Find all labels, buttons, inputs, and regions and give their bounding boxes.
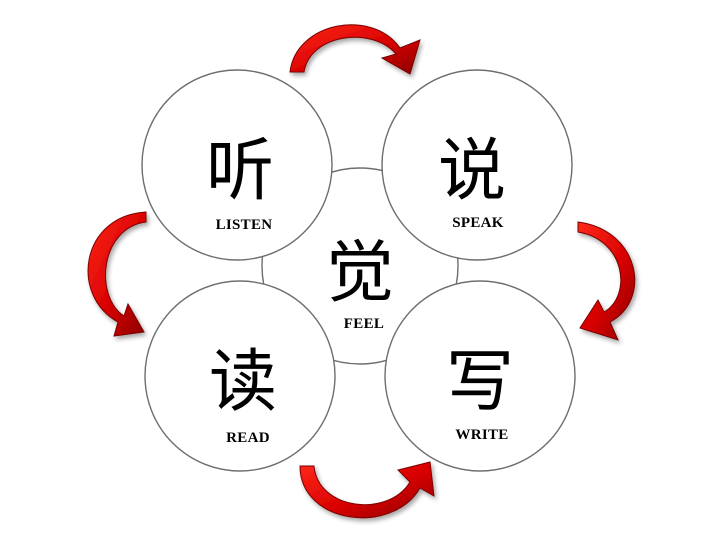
write-char: 写: [446, 343, 514, 422]
read-char: 读: [209, 343, 277, 422]
speak-label: SPEAK: [452, 215, 504, 231]
center-char: 觉: [326, 234, 394, 313]
listen-label: LISTEN: [216, 217, 273, 233]
arrow-listen-to-read: [87, 211, 147, 337]
read-circle: [144, 280, 336, 472]
read-label: READ: [226, 430, 270, 446]
arrow-listen-to-speak: [289, 24, 421, 75]
center-label: FEEL: [344, 316, 384, 332]
arrow-speak-to-write: [577, 221, 636, 341]
speak-circle: [381, 69, 573, 261]
speak-char: 说: [438, 132, 506, 211]
write-circle: [384, 280, 576, 472]
listen-circle: [141, 69, 333, 261]
arrow-read-to-write: [299, 461, 435, 519]
listen-char: 听: [206, 132, 274, 211]
write-label: WRITE: [455, 427, 508, 443]
